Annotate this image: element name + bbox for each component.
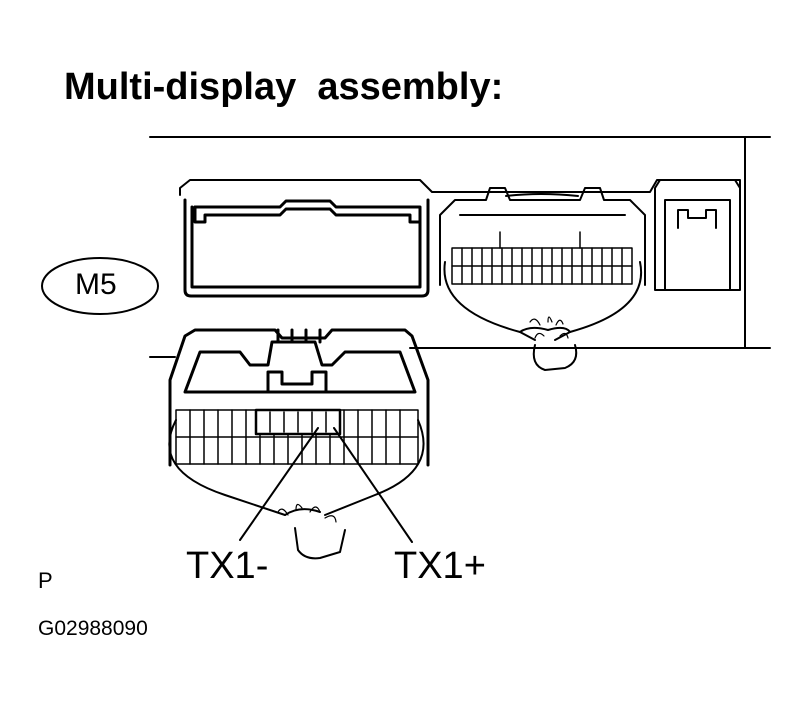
m5-connector [168, 328, 430, 467]
figure-code: G02988090 [38, 617, 148, 640]
small-connector [654, 179, 741, 291]
connector-id-ellipse [41, 257, 159, 315]
pin-leaders [239, 427, 413, 543]
m5-pin-grid [175, 408, 419, 465]
unit-housing [149, 136, 771, 358]
connector-id-label: M5 [75, 268, 117, 301]
diagram-title: Multi-display assembly: [64, 66, 504, 108]
tx-plus-leader [333, 427, 413, 543]
tx-minus-leader [239, 427, 319, 541]
tx-minus-label: TX1- [186, 545, 269, 587]
blank-connector [183, 198, 430, 298]
upper-connector [439, 187, 646, 371]
tx-plus-label: TX1+ [394, 545, 486, 587]
view-marker: P [38, 568, 53, 593]
